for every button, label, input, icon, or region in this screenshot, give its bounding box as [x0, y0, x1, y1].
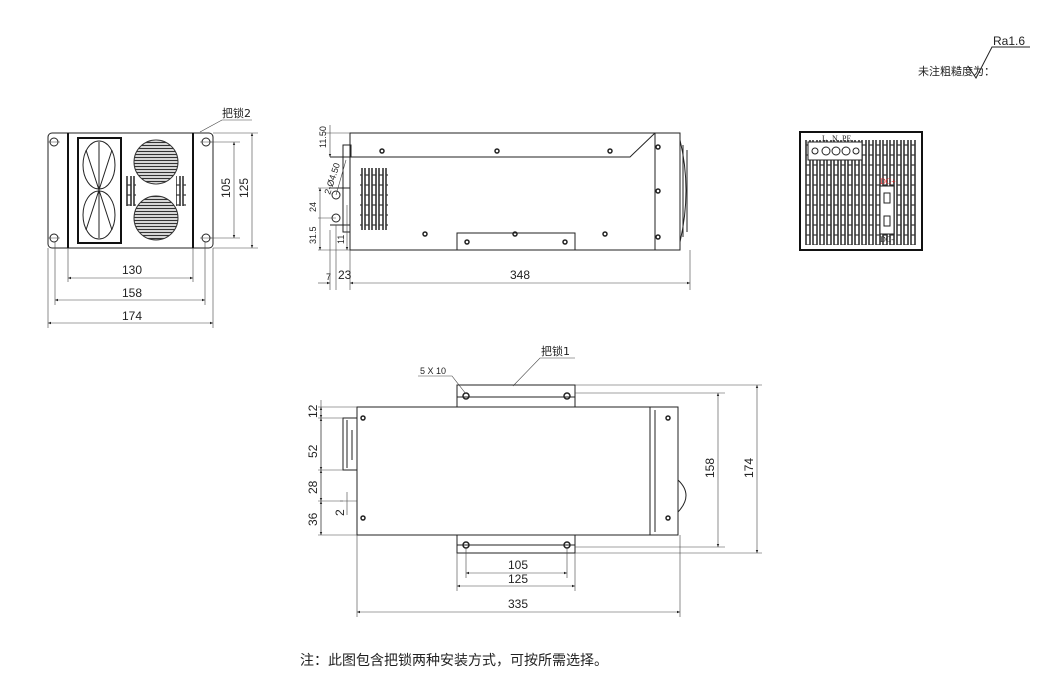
roughness-value: Ra1.6 — [993, 34, 1025, 48]
side-view: 348 23 7 11.50 24 31.5 11 2-Ø4.50 — [308, 125, 691, 290]
vent-grille — [133, 139, 179, 185]
dim-158: 158 — [703, 458, 717, 478]
dim-36: 36 — [306, 512, 320, 526]
dim-11: 11 — [336, 235, 346, 244]
terminal-pe: PE — [842, 134, 851, 143]
lock-label-1: 把锁1 — [541, 344, 570, 358]
dim-23: 23 — [338, 268, 352, 282]
dim-24: 24 — [308, 202, 318, 212]
dim-174: 174 — [122, 309, 142, 323]
rear-view: L N PE DC+ DC- — [799, 131, 923, 251]
roughness-symbol: 未注粗糙度为： Ra1.6 — [918, 34, 1030, 79]
slot-spec: 5 X 10 — [420, 366, 446, 376]
dim-348: 348 — [510, 268, 530, 282]
terminal-n: N — [832, 134, 838, 143]
dim-335: 335 — [508, 597, 528, 611]
dim-7: 7 — [326, 272, 331, 282]
front-view: 130 158 174 105 125 把锁2 — [47, 106, 258, 328]
terminal-block — [807, 141, 863, 161]
top-view: 12 52 28 36 2 158 174 105 125 335 5 X 10… — [306, 344, 762, 617]
dim-105: 105 — [219, 178, 233, 198]
dim-52: 52 — [306, 444, 320, 458]
heatsink-fins — [360, 168, 388, 230]
dim-28: 28 — [306, 480, 320, 494]
dim-12: 12 — [306, 404, 320, 418]
lock-label-2: 把锁2 — [222, 106, 251, 120]
dim-125: 125 — [237, 178, 251, 198]
dim-11-50: 11.50 — [318, 126, 328, 148]
dc-minus-label: DC- — [880, 235, 894, 244]
dim-2: 2 — [333, 509, 347, 516]
vent-grille — [133, 195, 179, 241]
terminal-l: L — [822, 134, 827, 143]
drawing-note: 注：此图包含把锁两种安装方式，可按所需选择。 — [300, 653, 608, 669]
dim-105: 105 — [508, 558, 528, 572]
dim-hole-spec: 2-Ø4.50 — [322, 162, 342, 196]
dim-158: 158 — [122, 286, 142, 300]
dim-130: 130 — [122, 263, 142, 277]
fan-module — [77, 137, 122, 244]
roughness-note: 未注粗糙度为： — [918, 64, 995, 78]
dim-31-5: 31.5 — [308, 226, 318, 244]
dc-plus-label: DC+ — [880, 177, 896, 186]
dim-174: 174 — [742, 458, 756, 478]
dim-125: 125 — [508, 572, 528, 586]
